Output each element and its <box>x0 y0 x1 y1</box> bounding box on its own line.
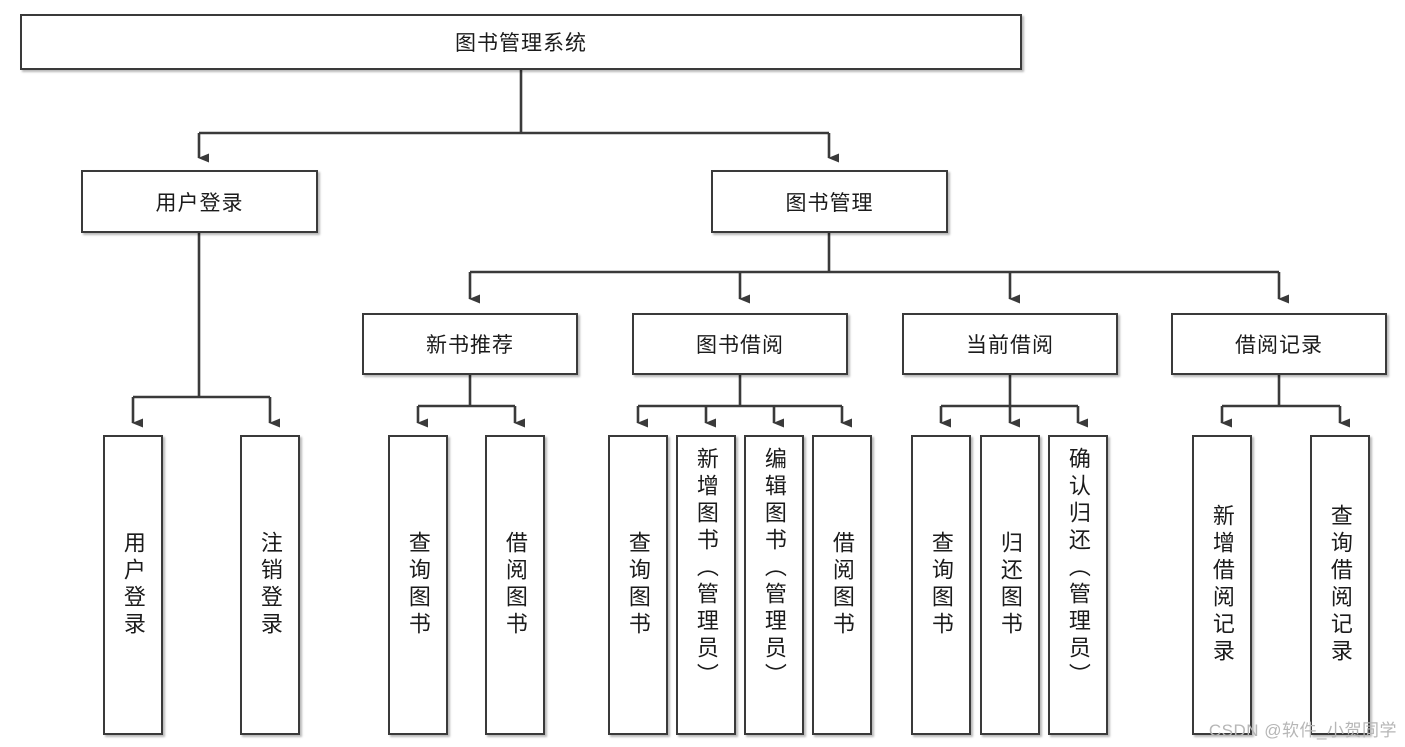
node-new-book-recommend[interactable]: 新书推荐 <box>362 313 578 375</box>
watermark-text: CSDN @软件_小贺同学 <box>1208 721 1397 740</box>
node-user-login[interactable]: 用户登录 <box>81 170 318 233</box>
node-current-borrow[interactable]: 当前借阅 <box>902 313 1118 375</box>
node-label: 借阅记录 <box>1235 334 1323 357</box>
node-label: 查询图书 <box>928 531 954 639</box>
node-label: 查询图书 <box>405 531 431 639</box>
leaf-user-login[interactable]: 用户登录 <box>103 435 163 735</box>
node-label: 新书推荐 <box>426 334 514 357</box>
leaf-confirm-return-admin[interactable]: 确认归还（管理员） <box>1048 435 1108 735</box>
node-label: 编辑图书（管理员） <box>761 447 787 690</box>
leaf-borrow-book[interactable]: 借阅图书 <box>812 435 872 735</box>
leaf-logout[interactable]: 注销登录 <box>240 435 300 735</box>
node-label: 图书管理 <box>785 191 874 215</box>
leaf-query-book-borrow[interactable]: 查询图书 <box>608 435 668 735</box>
node-label: 借阅图书 <box>502 531 528 639</box>
node-label: 用户登录 <box>120 531 146 639</box>
leaf-borrow-book-newbook[interactable]: 借阅图书 <box>485 435 545 735</box>
leaf-add-borrow-record[interactable]: 新增借阅记录 <box>1192 435 1252 735</box>
node-book-management[interactable]: 图书管理 <box>711 170 948 233</box>
node-label: 新增借阅记录 <box>1209 504 1235 666</box>
node-label: 查询图书 <box>625 531 651 639</box>
node-label: 归还图书 <box>997 531 1023 639</box>
node-label: 查询借阅记录 <box>1327 504 1353 666</box>
node-label: 注销登录 <box>257 531 283 639</box>
leaf-query-book-current[interactable]: 查询图书 <box>911 435 971 735</box>
node-label: 借阅图书 <box>829 531 855 639</box>
node-borrow-records[interactable]: 借阅记录 <box>1171 313 1387 375</box>
leaf-query-borrow-record[interactable]: 查询借阅记录 <box>1310 435 1370 735</box>
leaf-edit-book-admin[interactable]: 编辑图书（管理员） <box>744 435 804 735</box>
leaf-query-book-newbook[interactable]: 查询图书 <box>388 435 448 735</box>
node-label: 图书管理系统 <box>455 32 587 55</box>
leaf-return-book[interactable]: 归还图书 <box>980 435 1040 735</box>
node-book-borrow[interactable]: 图书借阅 <box>632 313 848 375</box>
node-label: 图书借阅 <box>696 334 784 357</box>
node-root[interactable]: 图书管理系统 <box>20 14 1022 70</box>
node-label: 确认归还（管理员） <box>1065 447 1091 690</box>
node-label: 用户登录 <box>155 191 244 215</box>
node-label: 新增图书（管理员） <box>693 447 719 690</box>
leaf-add-book-admin[interactable]: 新增图书（管理员） <box>676 435 736 735</box>
node-label: 当前借阅 <box>966 334 1054 357</box>
